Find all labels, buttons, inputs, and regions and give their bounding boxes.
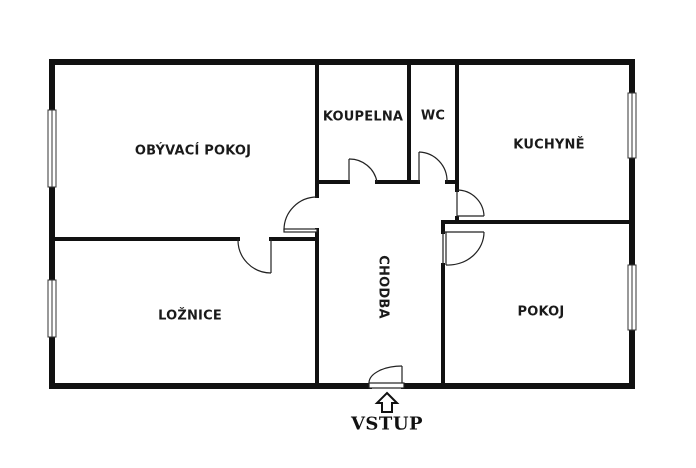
door-pokoj — [442, 231, 485, 266]
room-label-pokoj: POKOJ — [517, 304, 565, 320]
room-label-kuchyne: KUCHYNĚ — [513, 137, 585, 153]
doors — [237, 151, 485, 389]
door-entry — [368, 365, 405, 389]
entry-label: VSTUP — [350, 413, 424, 435]
door-wc — [418, 151, 448, 183]
interior-walls — [50, 60, 634, 388]
door-bedroom — [237, 238, 272, 274]
windows — [47, 92, 637, 338]
door-living — [283, 196, 318, 233]
room-label-koupelna: KOUPELNA — [322, 109, 404, 125]
room-label-loznice: LOŽNICE — [158, 308, 222, 324]
door-koupelna — [348, 158, 378, 183]
door-kitchen — [456, 189, 485, 217]
entry-arrow-icon — [374, 391, 400, 413]
room-label-wc: WC — [420, 108, 446, 124]
room-label-obyvaci-pokoj: OBÝVACÍ POKOJ — [134, 143, 252, 159]
room-label-chodba: CHODBA — [375, 255, 391, 319]
